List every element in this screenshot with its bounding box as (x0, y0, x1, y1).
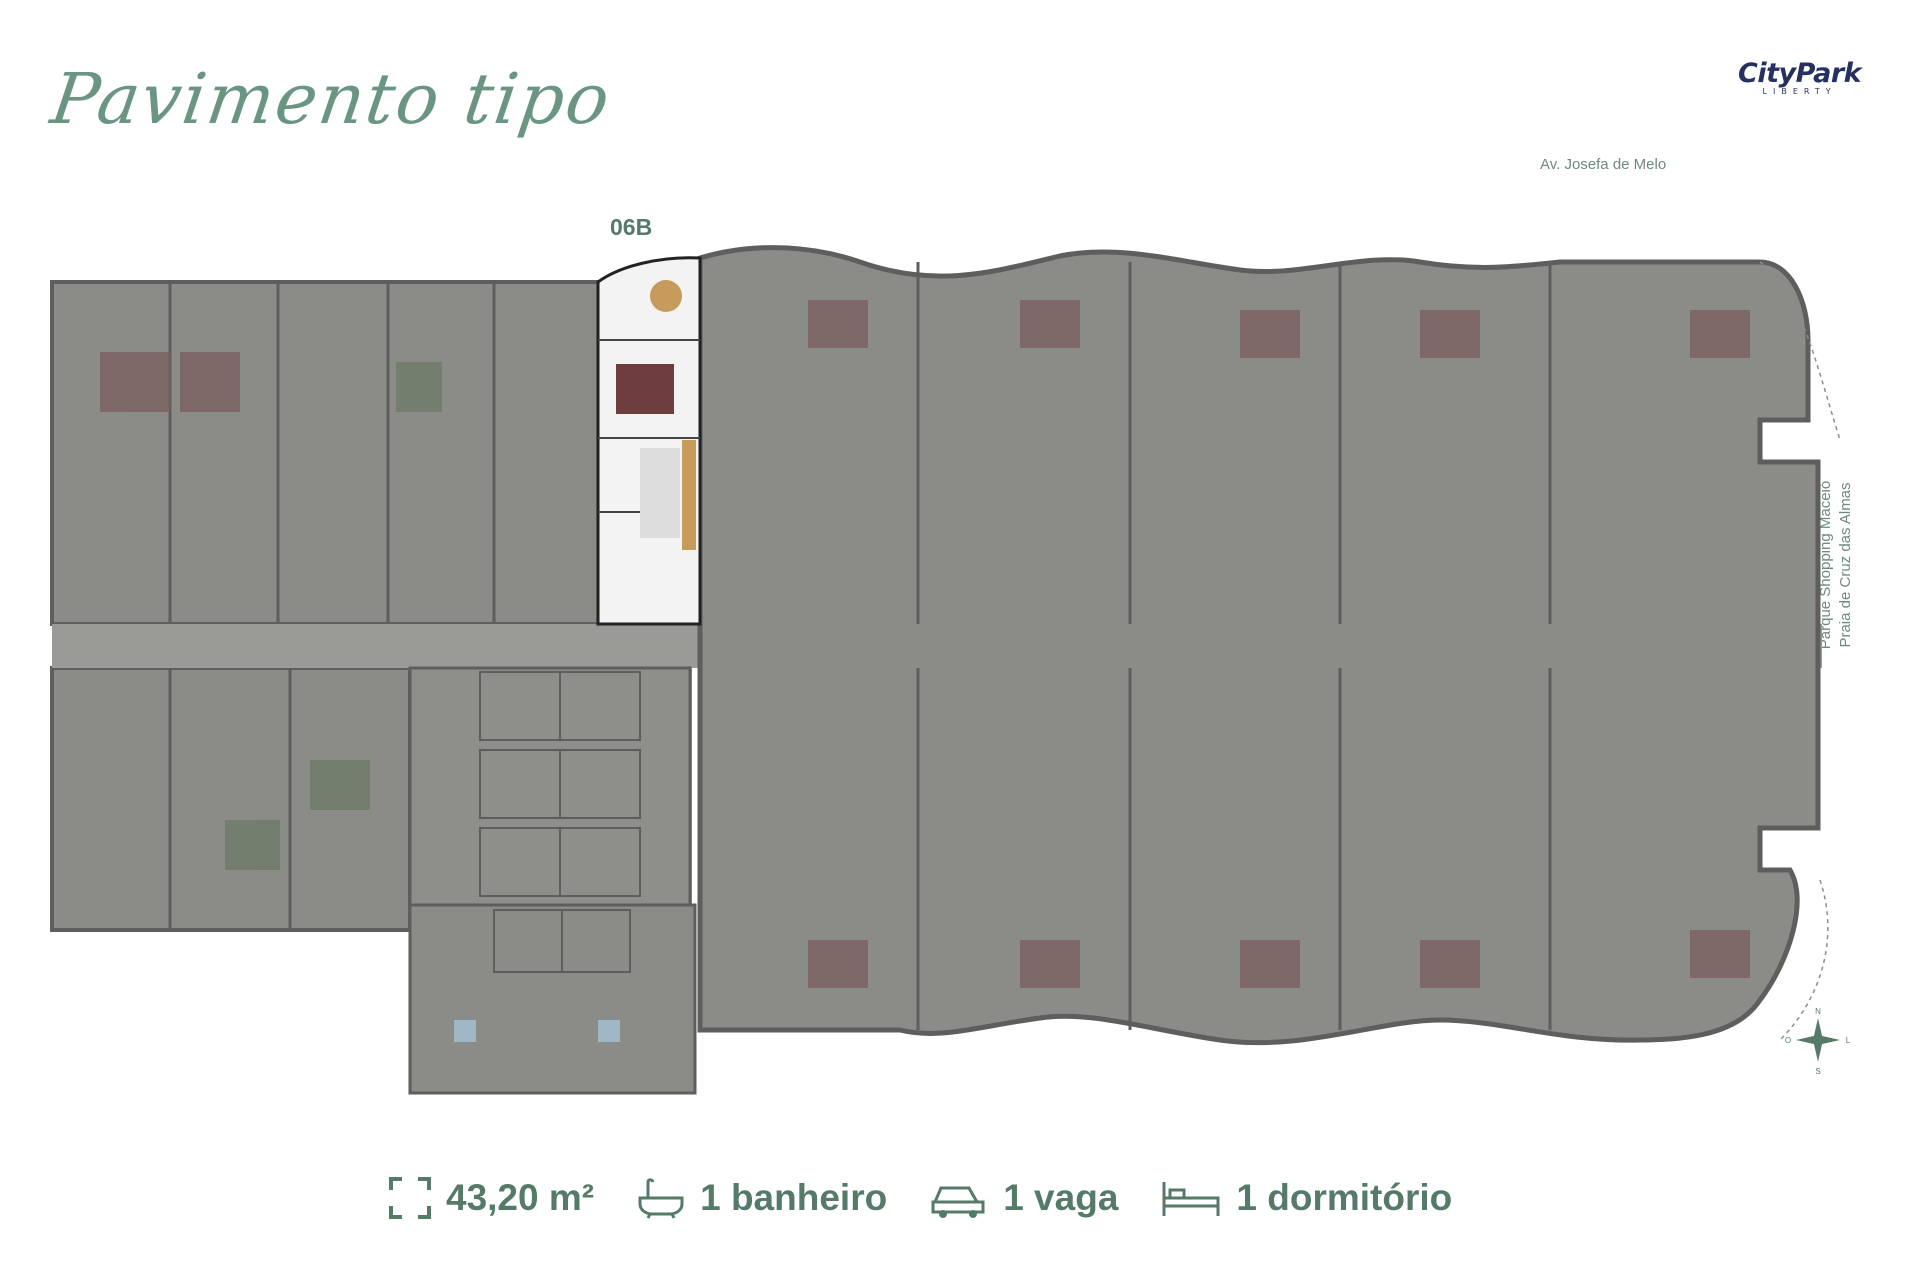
unit-walls (168, 262, 1552, 1030)
furniture-green (225, 362, 442, 870)
street-label: Av. Josefa de Melo (1540, 156, 1667, 173)
accessibility-icon (454, 1020, 476, 1042)
logo-brand-text: CityPark (1738, 58, 1862, 89)
spec-bathroom-label: 1 banheiro (700, 1177, 888, 1218)
furniture (100, 300, 1750, 988)
spec-bathroom: 1 banheiro (636, 1176, 887, 1220)
unit-06b[interactable] (596, 256, 702, 626)
right-wing (697, 245, 1821, 1046)
unit-specs: 43,20 m² 1 banheiro 1 vaga 1 dormitório (388, 1168, 1494, 1228)
highlighted-unit-label: 06B (610, 214, 653, 240)
car-icon (929, 1176, 989, 1220)
area-icon (388, 1176, 432, 1220)
dining-table (650, 280, 682, 312)
compass-n: N (1815, 1007, 1821, 1016)
spec-area-label: 43,20 m² (446, 1177, 595, 1218)
bed-icon (1160, 1176, 1222, 1220)
compass-s: S (1815, 1067, 1820, 1076)
brand-logo: CityPark LIBERTY (1738, 58, 1862, 96)
spec-bedroom-label: 1 dormitório (1236, 1177, 1453, 1218)
bathtub-icon (636, 1176, 686, 1220)
kitchen-counter (682, 440, 696, 550)
accessibility-icon (598, 1020, 620, 1042)
spec-parking: 1 vaga (929, 1176, 1118, 1220)
compass-l: L (1846, 1036, 1851, 1045)
terrace-outline (1759, 261, 1841, 1041)
logo-sub-text: LIBERTY (1762, 87, 1837, 96)
compass-o: O (1785, 1036, 1791, 1045)
spec-bedroom: 1 dormitório (1160, 1176, 1452, 1220)
spec-area: 43,20 m² (388, 1176, 594, 1220)
compass-icon: N S O L (1785, 1007, 1851, 1076)
core-elevators (408, 666, 697, 1095)
spec-parking-label: 1 vaga (1003, 1177, 1119, 1218)
bed (616, 364, 674, 414)
left-wing (50, 280, 704, 932)
bathroom (640, 448, 680, 538)
